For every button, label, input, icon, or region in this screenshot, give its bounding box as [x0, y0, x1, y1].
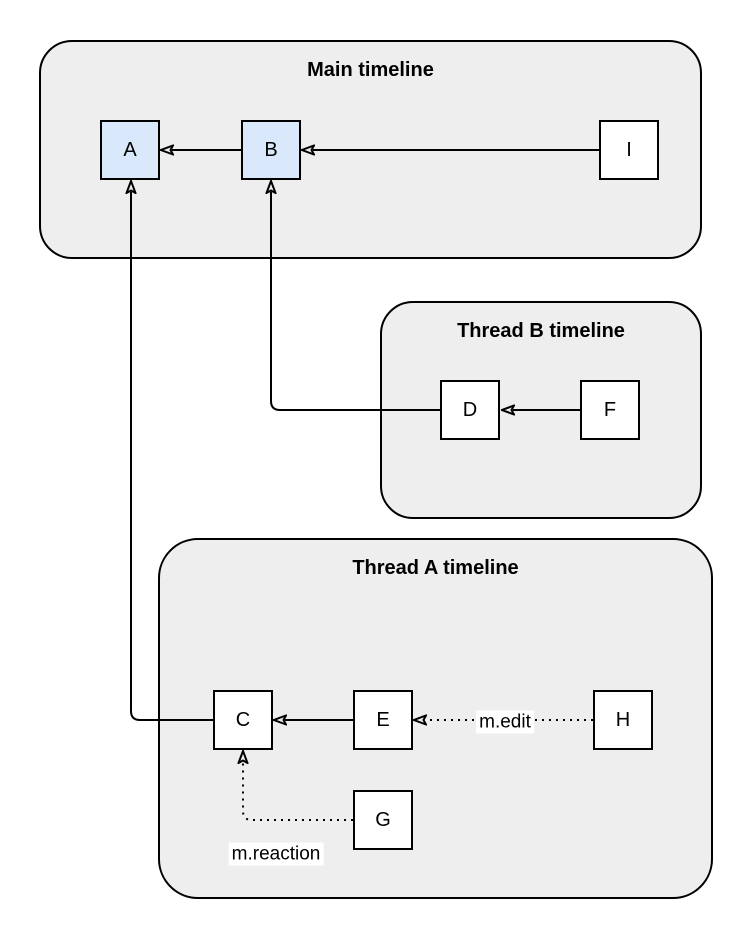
event-node-f: F	[580, 380, 640, 440]
event-node-h: H	[593, 690, 653, 750]
event-node-g: G	[353, 790, 413, 850]
edge-label-m-edit: m.edit	[476, 710, 534, 734]
container-title-thread-a-timeline: Thread A timeline	[352, 557, 519, 579]
event-node-b: B	[241, 120, 301, 180]
event-node-a: A	[100, 120, 160, 180]
edge-label-m-reaction: m.reaction	[228, 842, 324, 866]
event-node-e: E	[353, 690, 413, 750]
container-thread-b-timeline: Thread B timeline	[380, 301, 702, 519]
event-node-d: D	[440, 380, 500, 440]
container-title-main-timeline: Main timeline	[307, 59, 434, 81]
container-title-thread-b-timeline: Thread B timeline	[457, 320, 625, 342]
event-node-c: C	[213, 690, 273, 750]
event-node-i: I	[599, 120, 659, 180]
